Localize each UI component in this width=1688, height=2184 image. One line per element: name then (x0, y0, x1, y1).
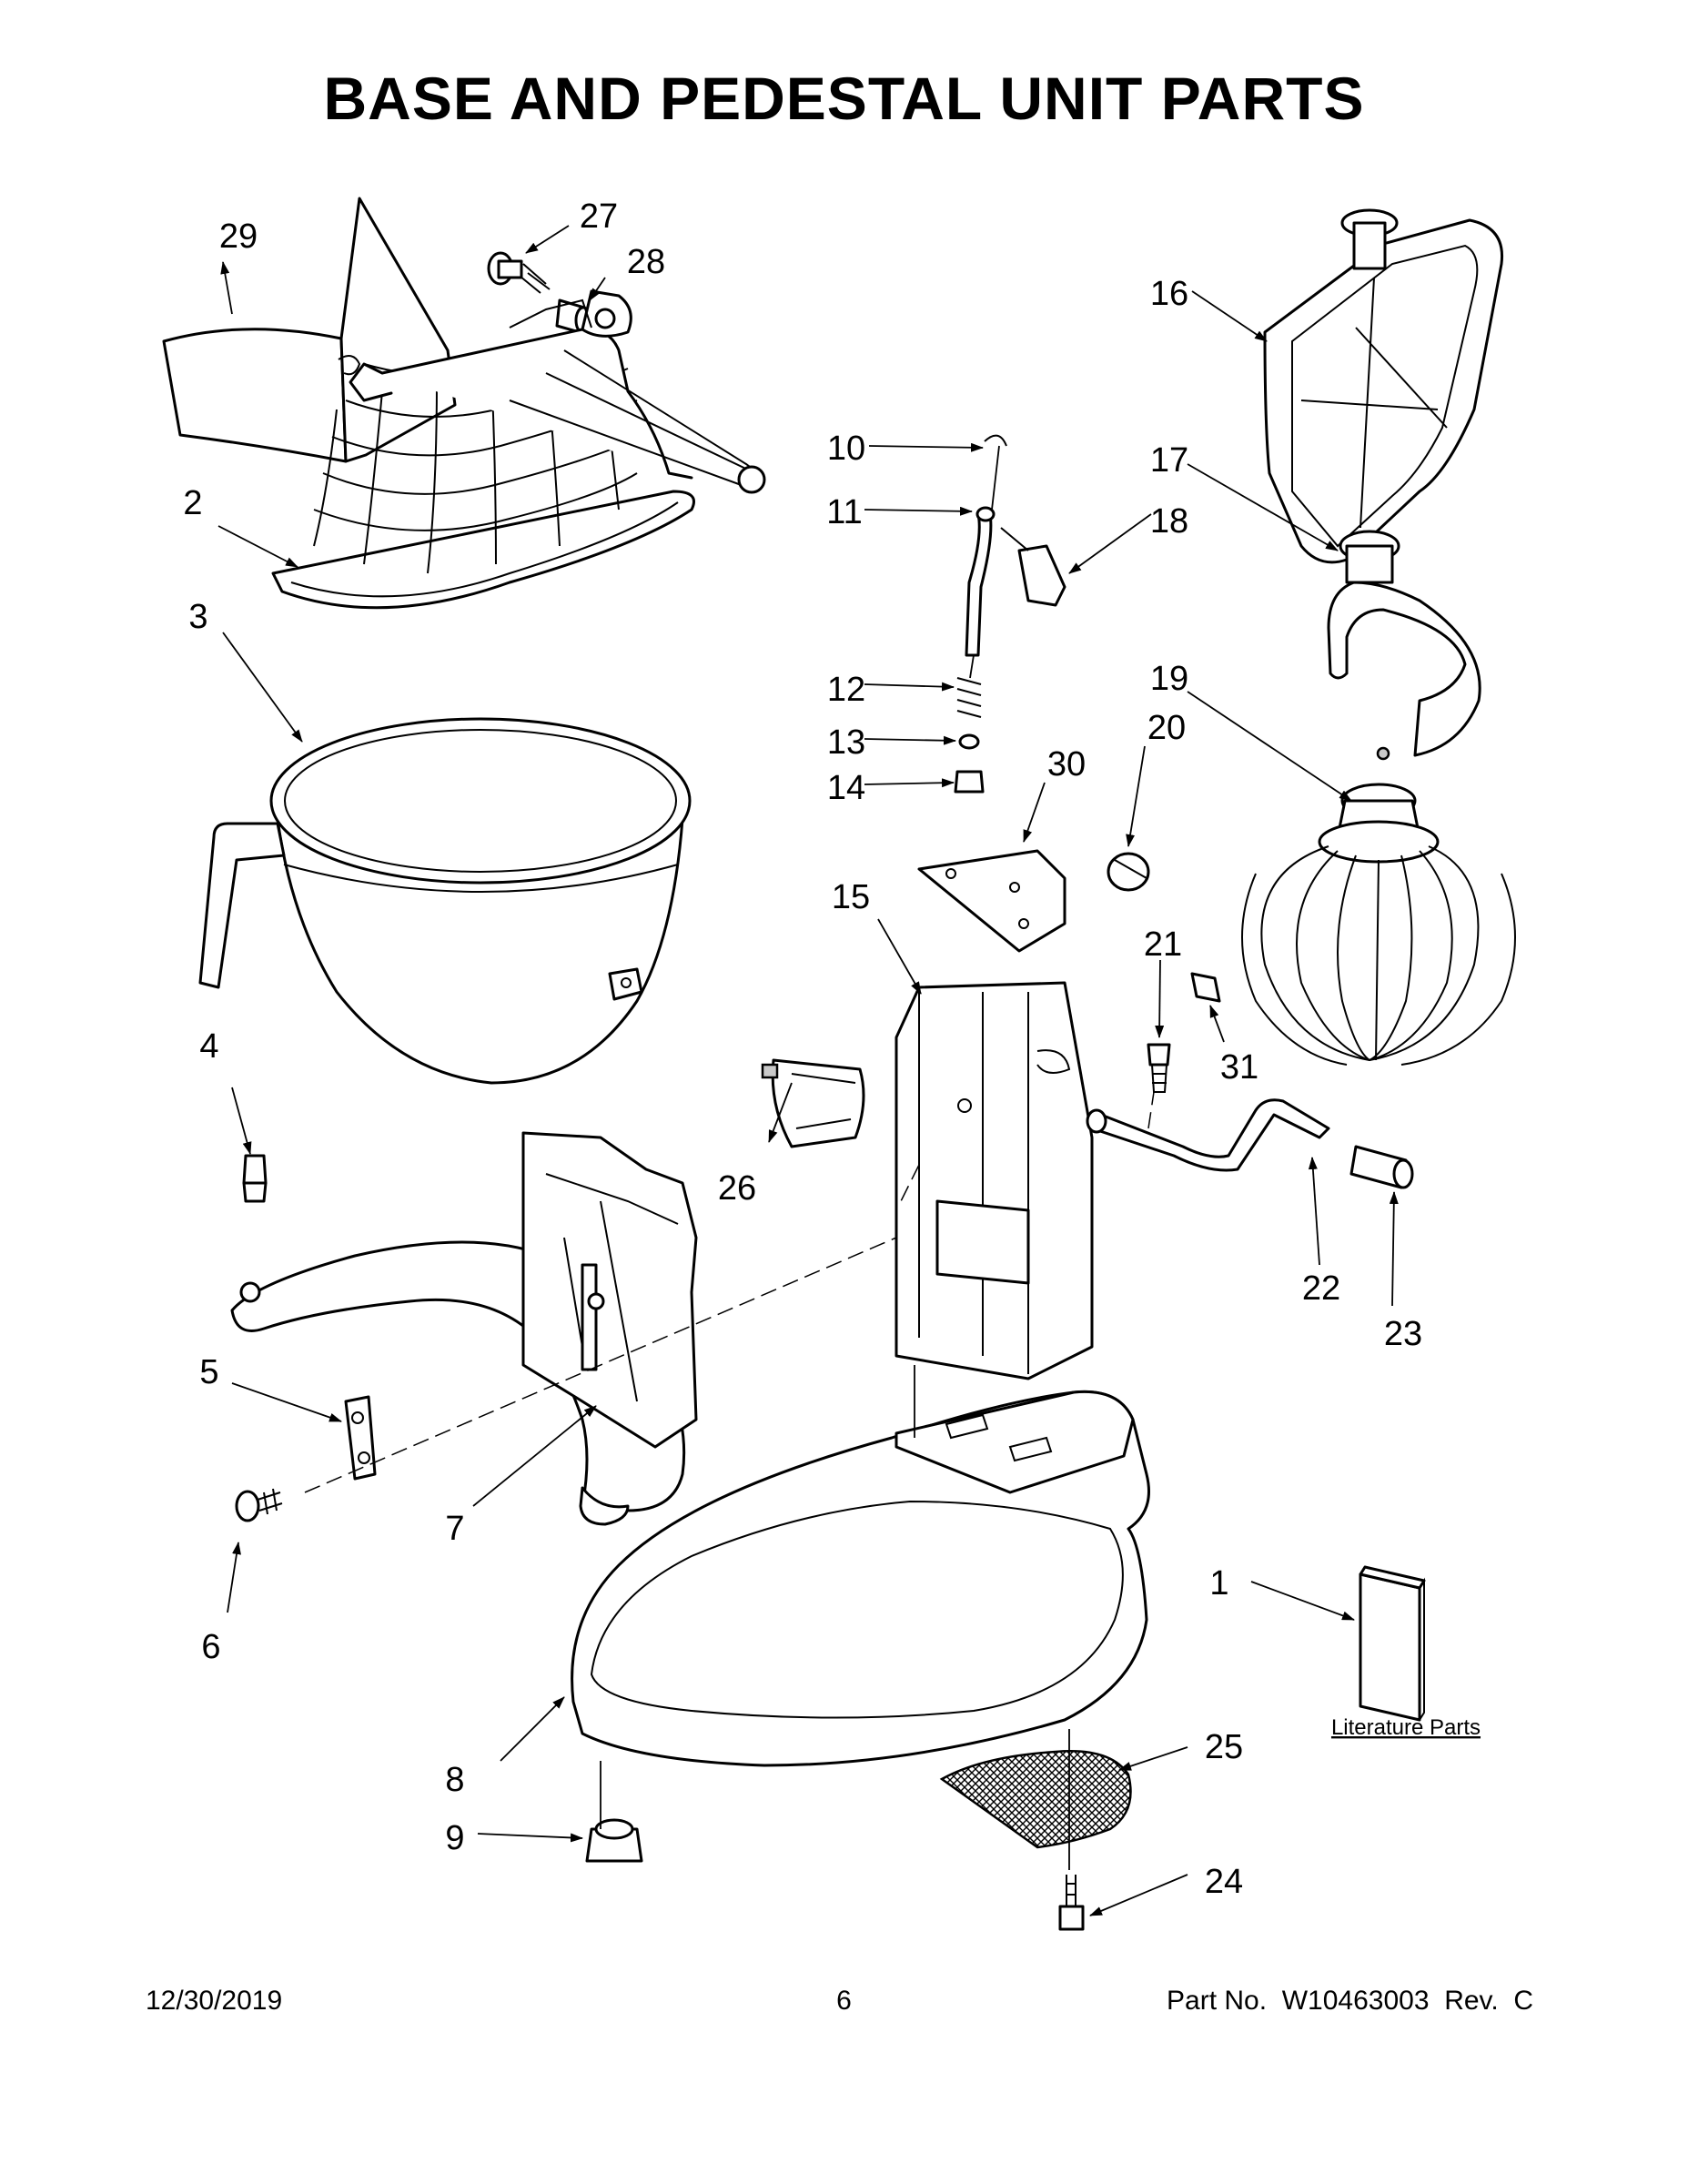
part-31-pin (1190, 972, 1221, 1003)
part-29-pouring-shield (162, 197, 457, 463)
part-21-screw (1147, 1043, 1171, 1093)
callout-10: 10 (827, 430, 865, 468)
callout-5: 5 (199, 1353, 218, 1391)
callout-2: 2 (183, 484, 202, 522)
callout-17: 17 (1150, 441, 1188, 480)
callout-26: 26 (718, 1169, 756, 1208)
callout-18: 18 (1150, 502, 1188, 541)
callout-6: 6 (201, 1628, 220, 1666)
callout-14: 14 (827, 769, 865, 807)
part-5-clamp (344, 1395, 377, 1481)
assembly-guide-lines (304, 445, 1155, 1870)
callout-8: 8 (445, 1761, 464, 1799)
callout-27: 27 (580, 197, 618, 236)
callout-15: 15 (832, 878, 870, 916)
callout-21: 21 (1144, 925, 1182, 964)
callout-28: 28 (627, 243, 665, 281)
part-6-screw (235, 1488, 283, 1522)
callout-7: 7 (445, 1510, 464, 1548)
callout-20: 20 (1147, 709, 1186, 747)
callout-11: 11 (826, 493, 862, 531)
callout-31: 31 (1220, 1048, 1258, 1087)
part-20-knob (1107, 852, 1150, 892)
part-16-flat-beater (1263, 208, 1504, 564)
callout-19: 19 (1150, 660, 1188, 698)
part-24-screw (1058, 1875, 1085, 1931)
callout-25: 25 (1205, 1728, 1243, 1766)
part-15-column (895, 981, 1094, 1380)
part-19-wire-whip (1241, 783, 1516, 1066)
part-12-spring (956, 677, 982, 718)
part-14-nut (954, 770, 985, 794)
part-23-handle-grip (1349, 1145, 1414, 1189)
callout-labels: 1 2 3 4 5 6 7 8 9 10 11 12 13 14 15 16 1… (183, 197, 1481, 1901)
part-22-crank (1086, 1098, 1330, 1172)
footer-page-number: 6 (836, 1986, 852, 2016)
leader-arrows (217, 225, 1399, 1916)
part-13-washer (958, 733, 980, 750)
part-18-lever-bracket (1000, 527, 1066, 607)
callout-12: 12 (827, 671, 865, 709)
part-11-lever-rod (965, 506, 996, 657)
part-27-screw (487, 251, 551, 294)
part-4-pin (242, 1154, 268, 1203)
part-25-mesh-pad (939, 1750, 1132, 1849)
callout-30: 30 (1047, 745, 1086, 784)
part-9-foot (585, 1818, 643, 1863)
page-title: BASE AND PEDESTAL UNIT PARTS (323, 65, 1365, 132)
part-3-bowl (198, 717, 692, 1085)
footer-part-number: Part No. W10463003 Rev. C (1167, 1986, 1533, 2016)
part-10-clip (984, 434, 1007, 447)
callout-9: 9 (445, 1819, 464, 1857)
literature-parts-label: Literature Parts (1331, 1715, 1481, 1740)
footer-date: 12/30/2019 (146, 1986, 283, 2016)
callout-3: 3 (188, 598, 207, 636)
part-2-bowl-guard (271, 289, 766, 610)
callout-1: 1 (1209, 1564, 1228, 1603)
part-1-literature (1359, 1565, 1426, 1722)
callout-13: 13 (827, 723, 865, 762)
callout-24: 24 (1205, 1863, 1243, 1901)
callout-22: 22 (1302, 1269, 1340, 1308)
callout-4: 4 (199, 1027, 218, 1066)
callout-16: 16 (1150, 275, 1188, 313)
part-26-switch (761, 1058, 865, 1148)
part-30-plate (917, 849, 1066, 953)
part-8-base (571, 1390, 1150, 1767)
callout-29: 29 (219, 217, 258, 256)
part-17-dough-hook (1327, 530, 1481, 761)
part-7-bowl-support (230, 1131, 698, 1526)
callout-23: 23 (1384, 1315, 1422, 1353)
